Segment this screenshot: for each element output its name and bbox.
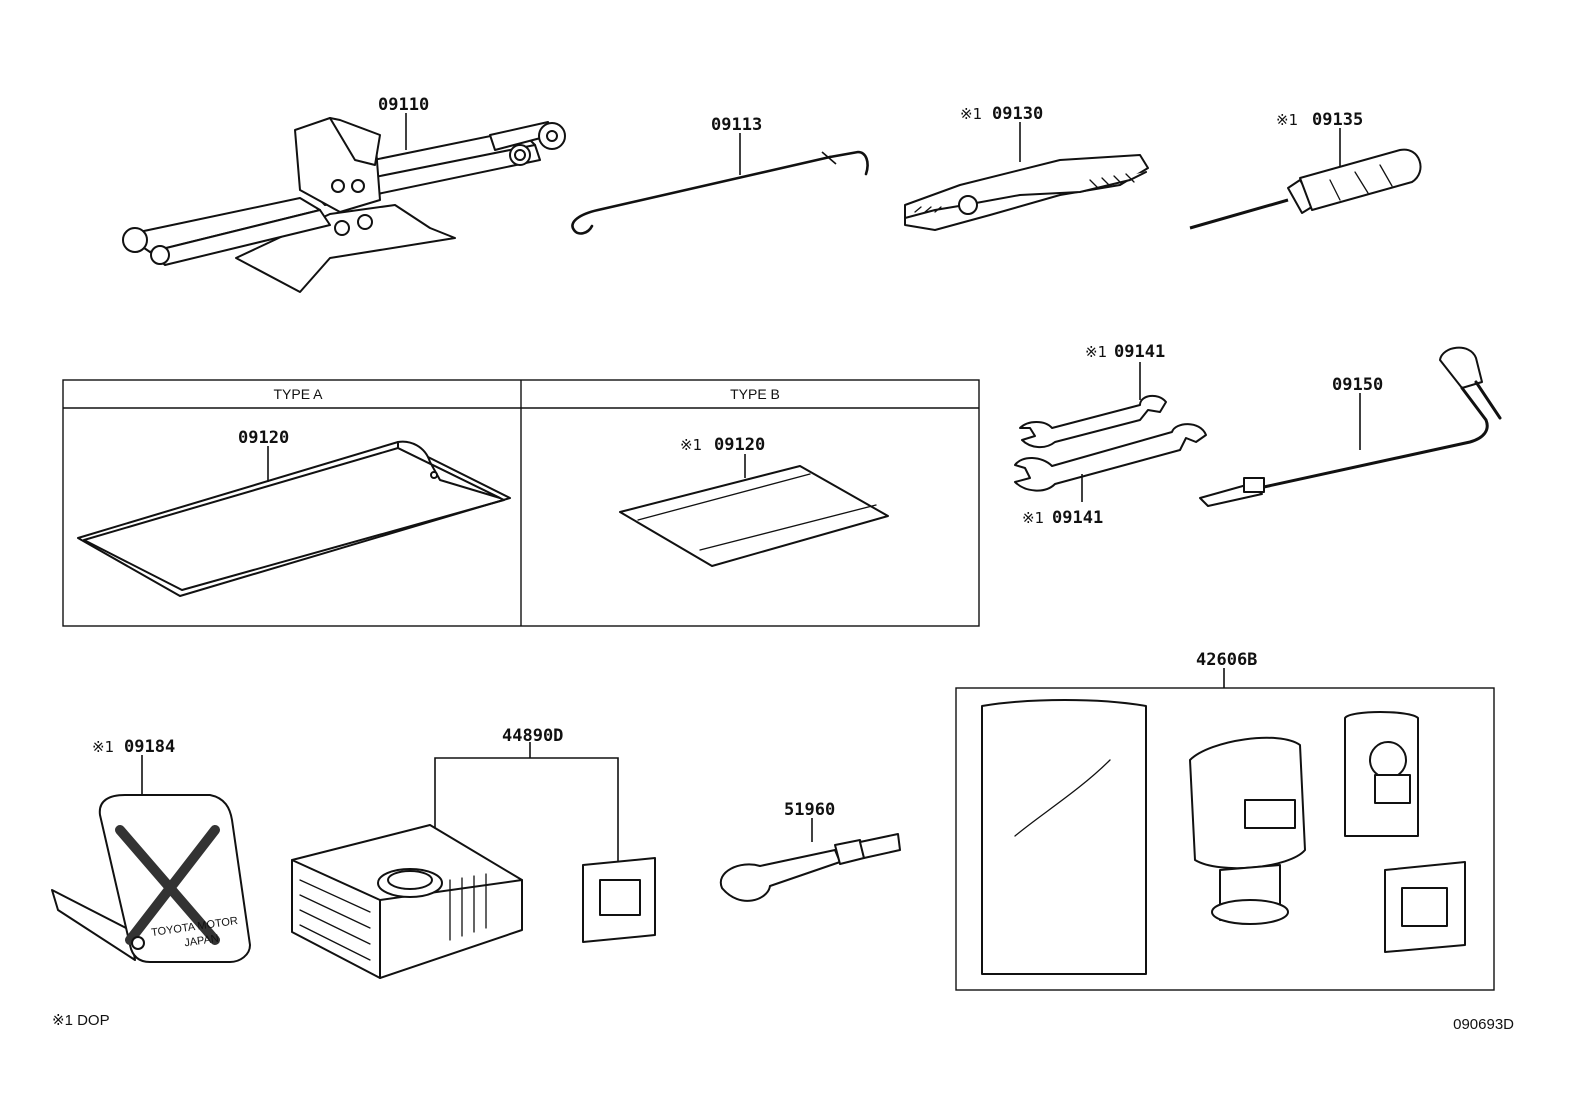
- type-a-header: TYPE A: [273, 386, 323, 402]
- part-mark-09184: ※1: [92, 738, 114, 756]
- part-number-09120-b: 09120: [714, 435, 765, 455]
- towing-eye-icon: [719, 818, 901, 902]
- type-b-header: TYPE B: [730, 386, 780, 402]
- part-number-09184: 09184: [124, 737, 175, 757]
- tool-bag-icon: [619, 454, 889, 567]
- part-number-42606b: 42606B: [1196, 650, 1257, 670]
- part-mark-09130: ※1: [960, 105, 982, 123]
- warning-plate-text-2: JAPAN: [184, 933, 220, 950]
- tool-bag-table: [62, 379, 980, 627]
- lug-wrench-icon: [1199, 346, 1502, 507]
- screwdriver-icon: [1189, 128, 1422, 230]
- part-number-09135: 09135: [1312, 110, 1363, 130]
- part-mark-09120-b: ※1: [680, 436, 702, 454]
- scissor-jack-icon: [122, 113, 566, 293]
- compressor-icon: [291, 742, 656, 979]
- part-number-09141-lower: 09141: [1052, 508, 1103, 528]
- footnote-dop: ※1 DOP: [52, 1012, 110, 1029]
- part-number-09130: 09130: [992, 104, 1043, 124]
- tool-bag-icon: [77, 440, 511, 597]
- drawing-number: 090693D: [1453, 1016, 1514, 1033]
- part-number-09141-upper: 09141: [1114, 342, 1165, 362]
- part-number-09113: 09113: [711, 115, 762, 135]
- part-mark-09135: ※1: [1276, 111, 1298, 129]
- part-number-09110: 09110: [378, 95, 429, 115]
- part-mark-09141-upper: ※1: [1085, 343, 1107, 361]
- part-number-51960: 51960: [784, 800, 835, 820]
- wrench-icon: [1014, 362, 1207, 502]
- part-mark-09141-lower: ※1: [1022, 509, 1044, 527]
- part-number-09150: 09150: [1332, 375, 1383, 395]
- pliers-icon: [904, 122, 1149, 231]
- repair-kit-icon: [955, 668, 1495, 991]
- part-number-09120-a: 09120: [238, 428, 289, 448]
- part-number-44890d: 44890D: [502, 726, 563, 746]
- warning-plate-icon: [51, 755, 251, 963]
- jack-handle-icon: [571, 133, 869, 235]
